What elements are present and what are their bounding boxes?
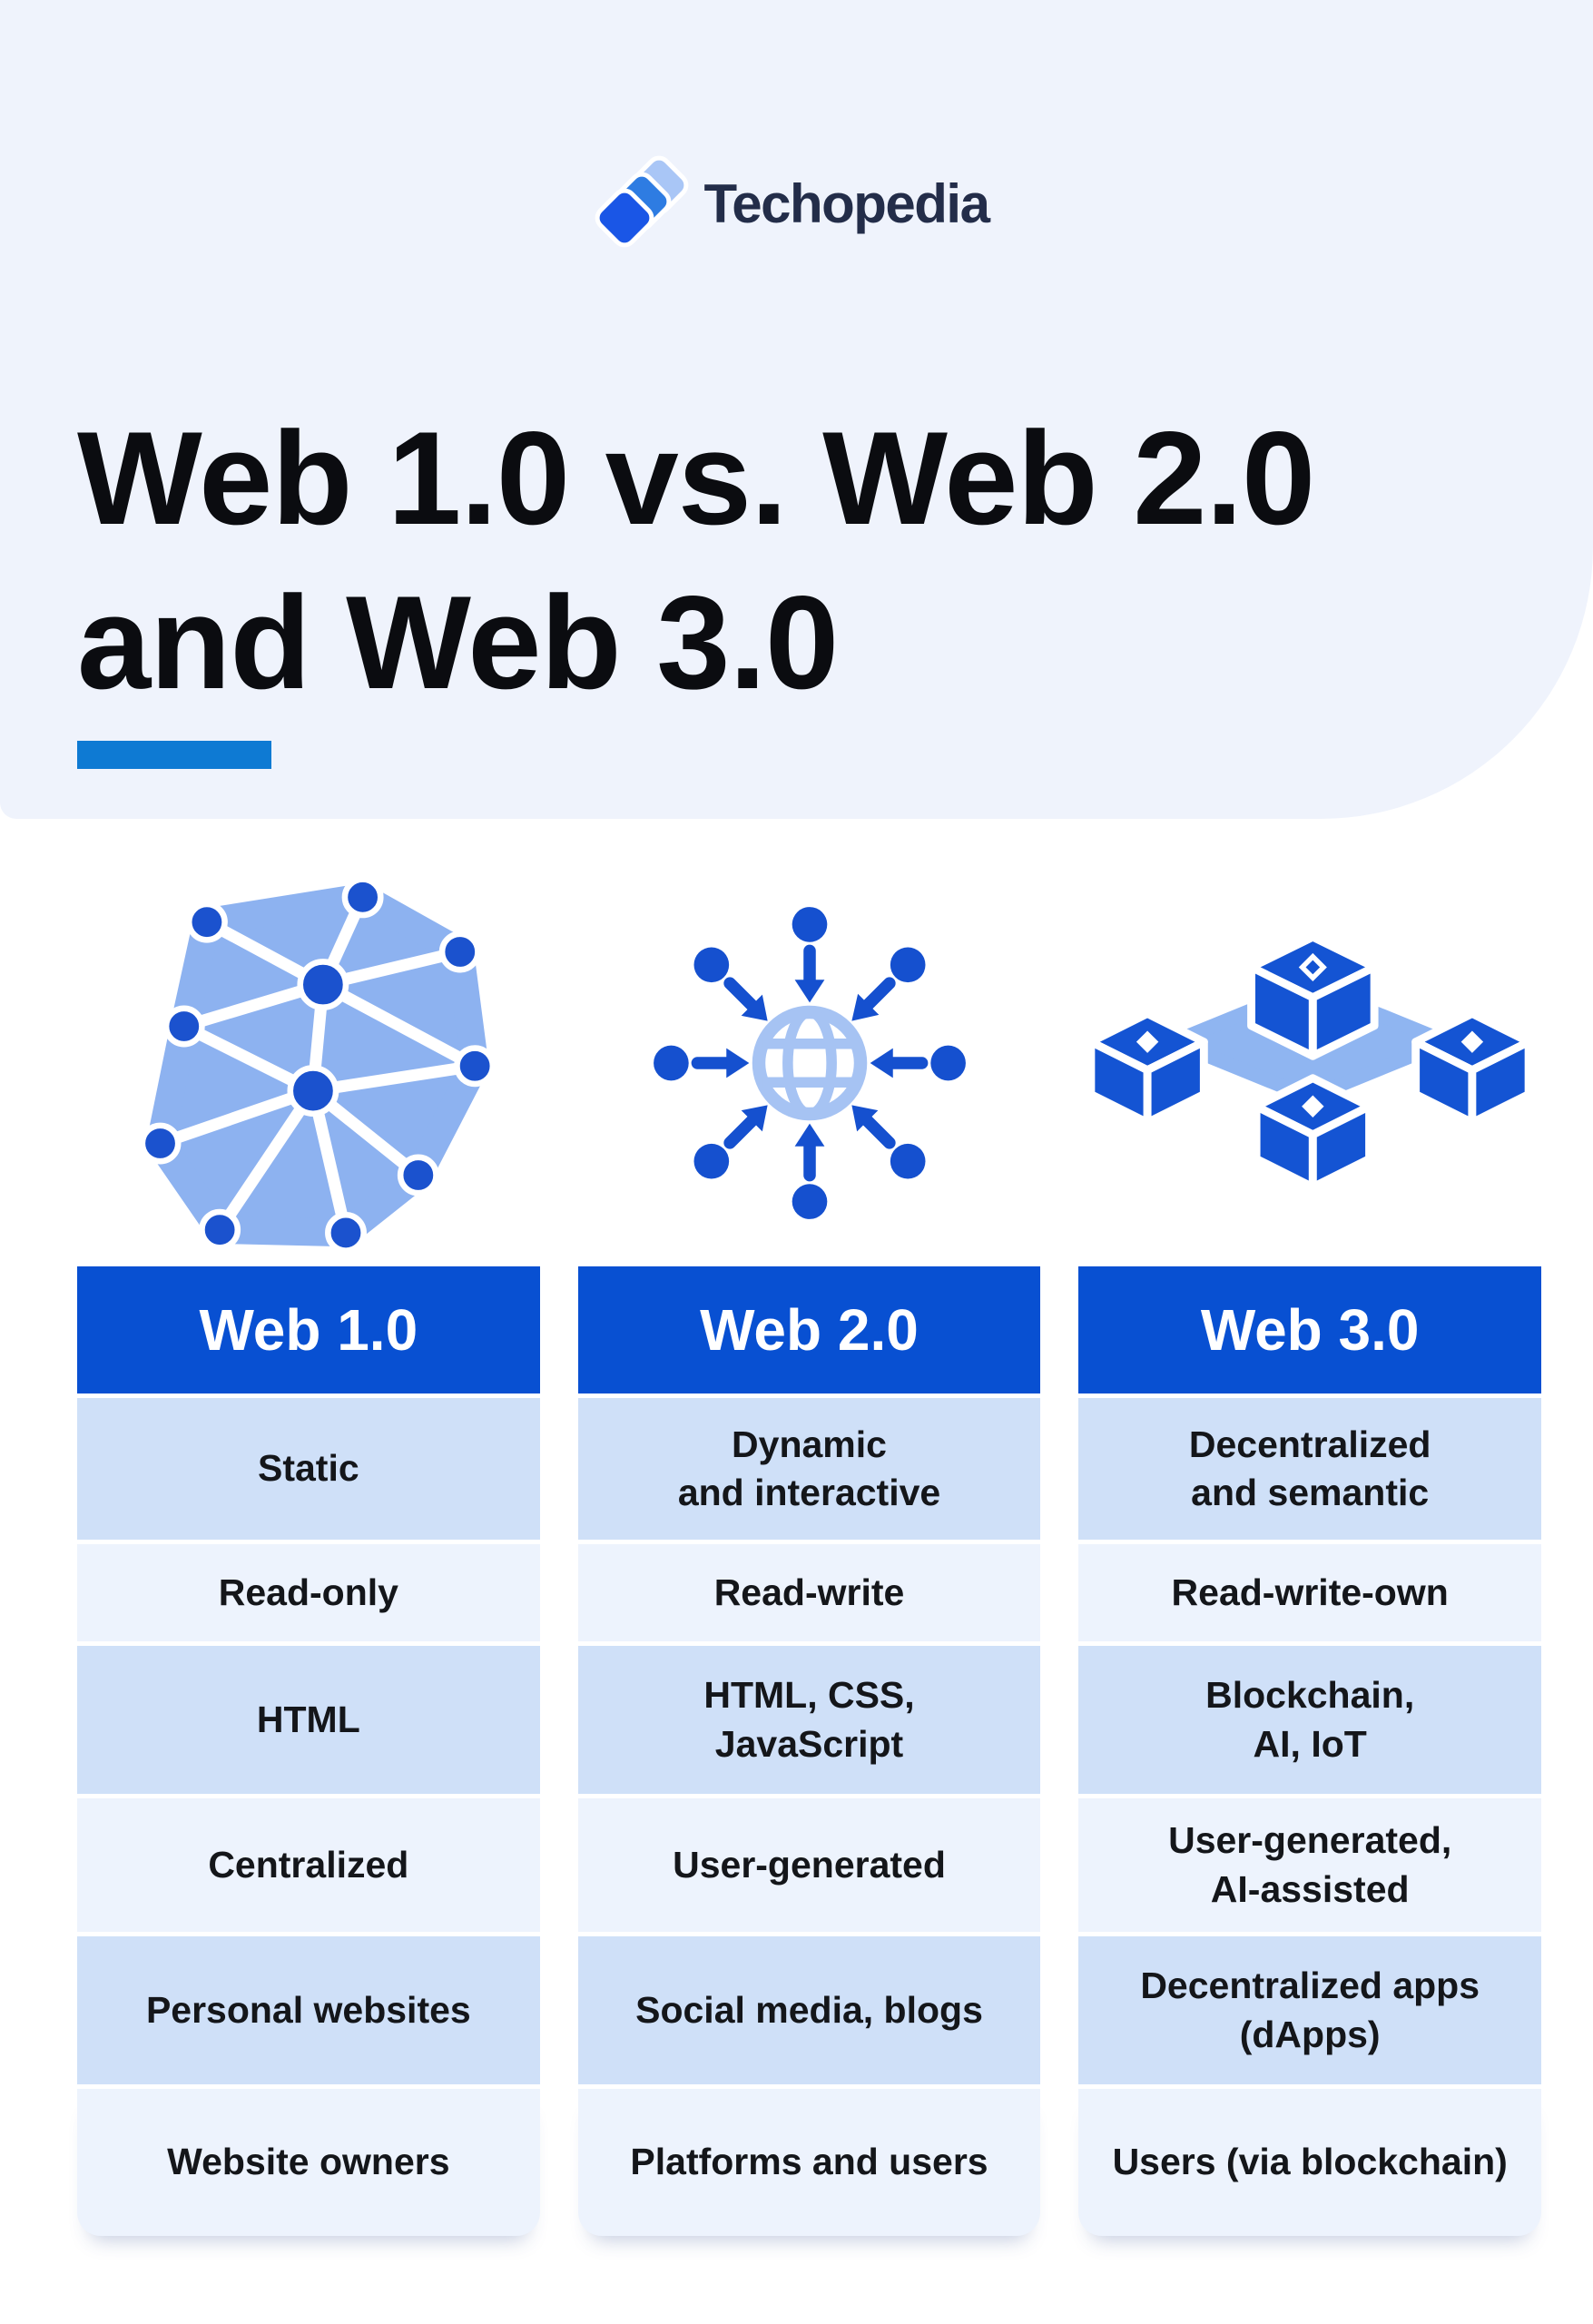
centralized-globe-icon [653,907,966,1219]
hero-section: Techopedia Web 1.0 vs. Web 2.0 and Web 3… [0,0,1593,819]
table-cell: Read-only [77,1544,540,1641]
mesh-network-icon [139,875,496,1254]
column-web2: Web 2.0 Dynamic and interactive Read-wri… [577,1266,1041,2236]
brand-wordmark: Techopedia [703,172,990,234]
column-web3: Web 3.0 Decentralized and semantic Read-… [1078,1266,1542,2236]
column-header-web1: Web 1.0 [77,1266,540,1393]
table-cell: User-generated [577,1798,1041,1932]
icons-row [77,864,1541,1262]
page-title-line2: and Web 3.0 [77,568,839,716]
comparison-table: Web 1.0 Static Read-only HTML Centralize… [77,1266,1542,2236]
table-cell: Personal websites [77,1936,540,2084]
table-cell: Read-write [577,1544,1041,1641]
table-cell: Static [77,1398,540,1540]
table-cell: Social media, blogs [577,1936,1041,2084]
accent-underline-bar [77,741,271,769]
web3-icon-cell [1078,864,1541,1262]
web2-icon-cell [578,864,1041,1262]
brand-logo: Techopedia [0,156,1593,247]
table-cell: Dynamic and interactive [577,1398,1041,1540]
table-cell: Centralized [77,1798,540,1932]
table-cell: User-generated, AI-assisted [1078,1798,1542,1932]
table-cell: Platforms and users [577,2089,1041,2236]
table-cell: Read-write-own [1078,1544,1542,1641]
blockchain-cubes-icon [1087,932,1533,1192]
table-cell: Users (via blockchain) [1078,2089,1542,2236]
table-cell: HTML [77,1646,540,1794]
column-header-web2: Web 2.0 [577,1266,1041,1393]
column-web1: Web 1.0 Static Read-only HTML Centralize… [77,1266,540,2236]
table-cell: Website owners [77,2089,540,2236]
page-title: Web 1.0 vs. Web 2.0 and Web 3.0 [77,396,1315,724]
column-header-web3: Web 3.0 [1078,1266,1542,1393]
table-cell: Decentralized and semantic [1078,1398,1542,1540]
table-cell: HTML, CSS, JavaScript [577,1646,1041,1794]
table-cell: Blockchain, AI, IoT [1078,1646,1542,1794]
web1-icon-cell [77,864,540,1262]
techopedia-logo-icon [595,156,687,247]
page-title-line1: Web 1.0 vs. Web 2.0 [77,404,1315,552]
table-cell: Decentralized apps (dApps) [1078,1936,1542,2084]
